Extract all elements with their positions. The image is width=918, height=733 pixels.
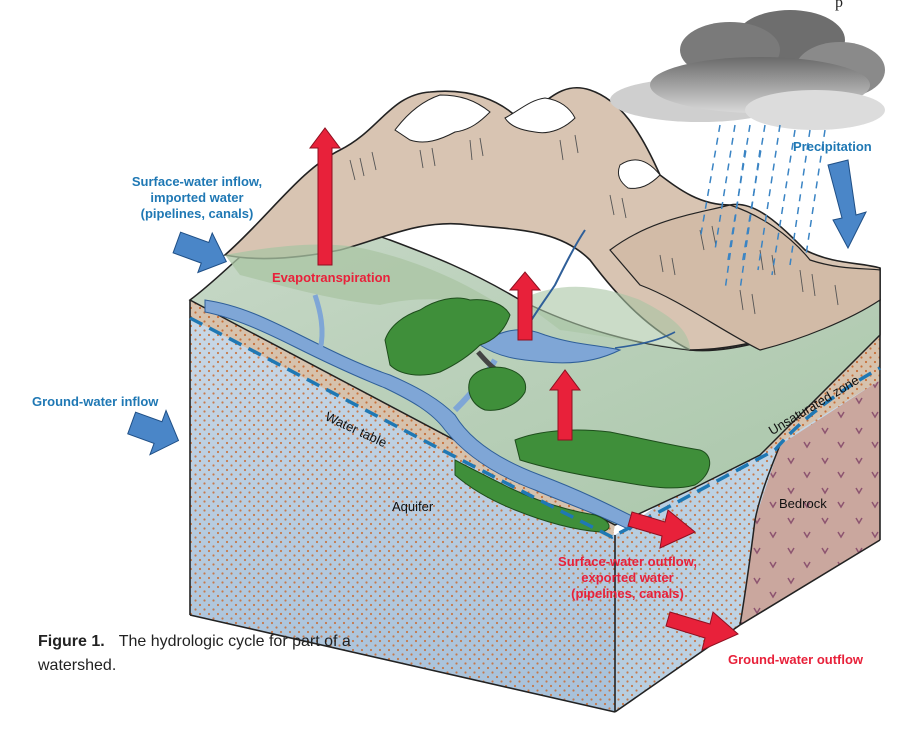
groundwater-inflow-label: Ground-water inflow: [32, 394, 159, 409]
figure-caption: Figure 1.The hydrologic cycle for part o…: [38, 630, 368, 678]
precipitation-arrow: [827, 159, 867, 250]
aquifer-label: Aquifer: [392, 499, 434, 514]
surface-inflow-label: Surface-water inflow, imported water (pi…: [131, 174, 263, 221]
surface-outflow-arrow: [627, 509, 696, 549]
groundwater-inflow-arrow: [127, 409, 180, 456]
surface-inflow-arrow: [172, 231, 228, 274]
water-table-line: [189, 316, 881, 539]
page-number-fragment: p: [835, 0, 843, 11]
groundwater-outflow-arrow: [665, 611, 739, 651]
rain: [699, 124, 826, 291]
evapotranspiration-arrow-main: [309, 127, 341, 266]
evapotranspiration-arrow-lake: [508, 271, 542, 341]
evapotranspiration-label: Evapotranspiration: [272, 270, 391, 285]
caption-text: The hydrologic cycle for part of a water…: [38, 633, 351, 674]
precipitation-label: Precipitation: [793, 139, 872, 154]
bedrock-block: [739, 380, 880, 626]
aquifer-left-face: [190, 300, 615, 712]
evapotranspiration-arrow-trees: [549, 369, 581, 441]
surface-outflow-label: Surface-water outflow, exported water (p…: [558, 554, 697, 601]
groundwater-outflow-label: Ground-water outflow: [728, 652, 864, 667]
storm-cloud: [610, 10, 885, 130]
landscape-surface: [188, 87, 881, 526]
bedrock-label: Bedrock: [779, 496, 827, 511]
figure-number: Figure 1.: [38, 633, 105, 650]
